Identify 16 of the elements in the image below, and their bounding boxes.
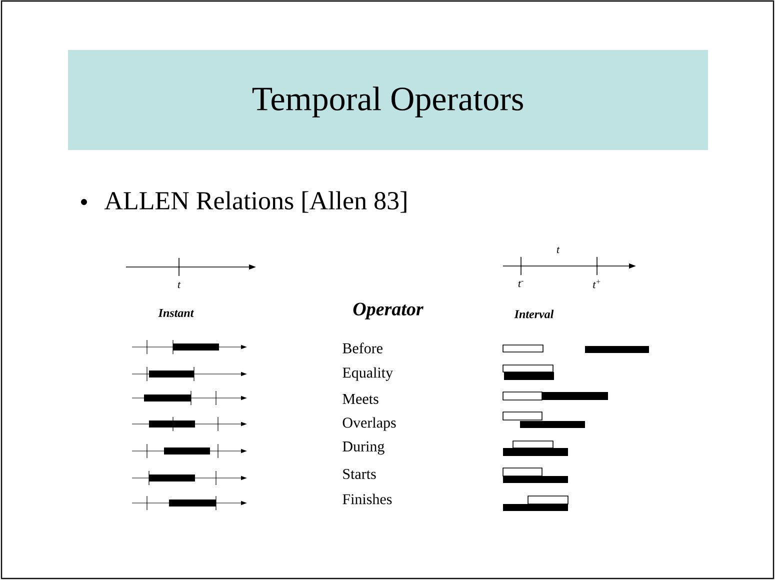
column-heading: Instant [158, 309, 194, 317]
operator-name: Finishes [342, 494, 392, 504]
operator-name: Meets [342, 394, 378, 404]
operator-name: Equality [342, 367, 393, 381]
axis-label: t [556, 246, 560, 254]
title-banner: Temporal Operators [68, 50, 708, 150]
column-heading: Interval [514, 310, 554, 318]
operator-name: Before [342, 342, 382, 354]
operator-name: During [342, 441, 384, 455]
column-heading: Operator [353, 302, 424, 320]
operator-name: Overlaps [342, 417, 396, 431]
axis-label: t [178, 282, 181, 288]
bullet-text: ALLEN Relations [Allen 83] [104, 191, 406, 213]
axis-label: t$^{-}$ [518, 280, 524, 288]
axis-label: t$^{+}$ [593, 280, 600, 288]
operator-name: Starts [343, 468, 376, 480]
